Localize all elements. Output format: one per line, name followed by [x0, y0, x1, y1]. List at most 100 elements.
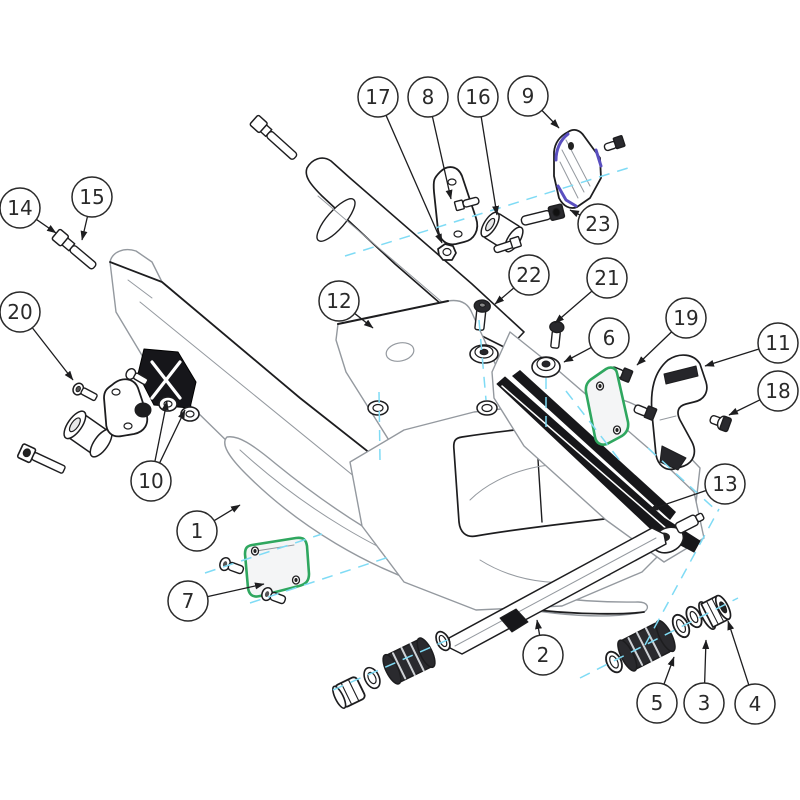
- callout-number-8: 8: [422, 85, 435, 109]
- left-chain-roller-assembly: [16, 368, 152, 474]
- callout-balloon-7: [167, 580, 209, 622]
- callout-leader-line: [154, 400, 169, 462]
- callout-balloon-8: [407, 76, 449, 118]
- callout-number-6: 6: [603, 326, 616, 350]
- chain-roller: [63, 410, 113, 458]
- callout-balloon-19: [665, 297, 707, 339]
- flanged-nut: [698, 594, 732, 630]
- callout-leader-line: [207, 582, 265, 598]
- callout-leader-line: [385, 115, 443, 244]
- callout-leader-line: [636, 331, 673, 366]
- cup-washer-left: [469, 344, 499, 364]
- callout-number-2: 2: [537, 643, 550, 667]
- callout-leader-line: [354, 312, 374, 329]
- callout-leader-line: [569, 209, 581, 218]
- callout-balloon-14: [0, 187, 41, 229]
- callout-balloon-9: [507, 75, 549, 117]
- callout-balloon-17: [357, 76, 399, 118]
- chain-guide-bracket: [609, 354, 732, 471]
- callout-leader-line: [663, 656, 675, 685]
- callout-leader-line: [727, 620, 750, 686]
- guide-screw: [603, 135, 626, 152]
- callout-balloon-1: [176, 510, 218, 552]
- callout-leader-line: [702, 639, 710, 684]
- callout-number-23: 23: [585, 212, 610, 236]
- assembly-axis-line: [647, 447, 719, 513]
- callout-leader-line: [704, 348, 760, 367]
- callout-number-20: 20: [7, 300, 32, 324]
- callout-number-13: 13: [712, 472, 737, 496]
- assembly-axis-line: [478, 319, 487, 401]
- callout-leader-line: [480, 116, 500, 216]
- callout-balloon-3: [683, 682, 725, 724]
- callout-number-18: 18: [765, 379, 790, 403]
- callout-leader-line: [648, 489, 707, 511]
- callout-number-11: 11: [765, 331, 790, 355]
- callout-balloon-11: [757, 322, 799, 364]
- assembly-axis-line: [332, 637, 453, 691]
- assembly-axis-line: [644, 508, 720, 646]
- callout-balloon-5: [636, 682, 678, 724]
- cap-bolt-21: [549, 320, 565, 349]
- callout-balloon-23: [577, 203, 619, 245]
- callout-number-12: 12: [326, 289, 351, 313]
- callout-number-16: 16: [465, 85, 490, 109]
- axle-thread-stub: [674, 512, 705, 534]
- callout-leader-line: [80, 216, 89, 241]
- callout-number-7: 7: [182, 589, 195, 613]
- callout-leader-line: [36, 218, 57, 234]
- callout-leader-line: [431, 116, 453, 200]
- callout-number-1: 1: [191, 519, 204, 543]
- cup-washer-6: [531, 356, 561, 378]
- assembly-axis-line: [565, 390, 625, 467]
- rear-axle-group: [332, 527, 667, 709]
- roller-lower-bolt: [493, 235, 522, 254]
- callout-leader-line: [554, 290, 593, 324]
- plate-screw-a: [219, 556, 245, 575]
- bracket-screw-19b: [633, 404, 658, 421]
- callout-number-4: 4: [749, 692, 762, 716]
- assembly-axis-line: [579, 597, 739, 679]
- assembly-axis-lines: [204, 167, 739, 691]
- callout-leader-line: [494, 287, 515, 305]
- callout-number-19: 19: [673, 306, 698, 330]
- callout-leader-line: [563, 346, 592, 363]
- callout-number-10: 10: [138, 469, 163, 493]
- callout-number-14: 14: [7, 196, 32, 220]
- swingarm-drawing: [16, 114, 732, 709]
- callout-leader-line: [541, 109, 560, 129]
- pivot-boss-group: [137, 348, 200, 422]
- assembly-axis-line: [249, 555, 393, 604]
- loose-fasteners: [469, 299, 565, 378]
- callout-balloon-10: [130, 460, 172, 502]
- callout-number-22: 22: [516, 263, 541, 287]
- callout-balloon-13: [704, 463, 746, 505]
- callout-number-17: 17: [365, 85, 390, 109]
- callout-leader-line: [728, 399, 761, 416]
- callout-balloon-2: [522, 634, 564, 676]
- callout-balloon-6: [588, 317, 630, 359]
- callout-balloon-21: [586, 257, 628, 299]
- callout-leader-line: [159, 409, 186, 464]
- callout-balloon-20: [0, 291, 41, 333]
- bracket-screw-18: [709, 414, 732, 433]
- callout-balloon-16: [457, 76, 499, 118]
- socket-bolt-23: [520, 203, 566, 226]
- callout-balloon-22: [508, 254, 550, 296]
- hex-nut-17: [437, 243, 457, 261]
- callout-leader-line: [31, 327, 74, 381]
- roller-bracket-screw: [125, 368, 149, 386]
- callout-number-5: 5: [651, 691, 664, 715]
- callout-balloon-4: [734, 683, 776, 725]
- callout-balloon-18: [757, 370, 799, 412]
- callout-balloon-12: [318, 280, 360, 322]
- axle-spacer-spool: [382, 637, 436, 685]
- bushing-kit-group: [605, 594, 732, 674]
- gasket-plate-left: [219, 536, 311, 605]
- roller-bolt: [16, 443, 66, 474]
- callout-number-3: 3: [698, 691, 711, 715]
- plate-screw-b: [261, 586, 287, 605]
- callout-balloon-15: [71, 176, 113, 218]
